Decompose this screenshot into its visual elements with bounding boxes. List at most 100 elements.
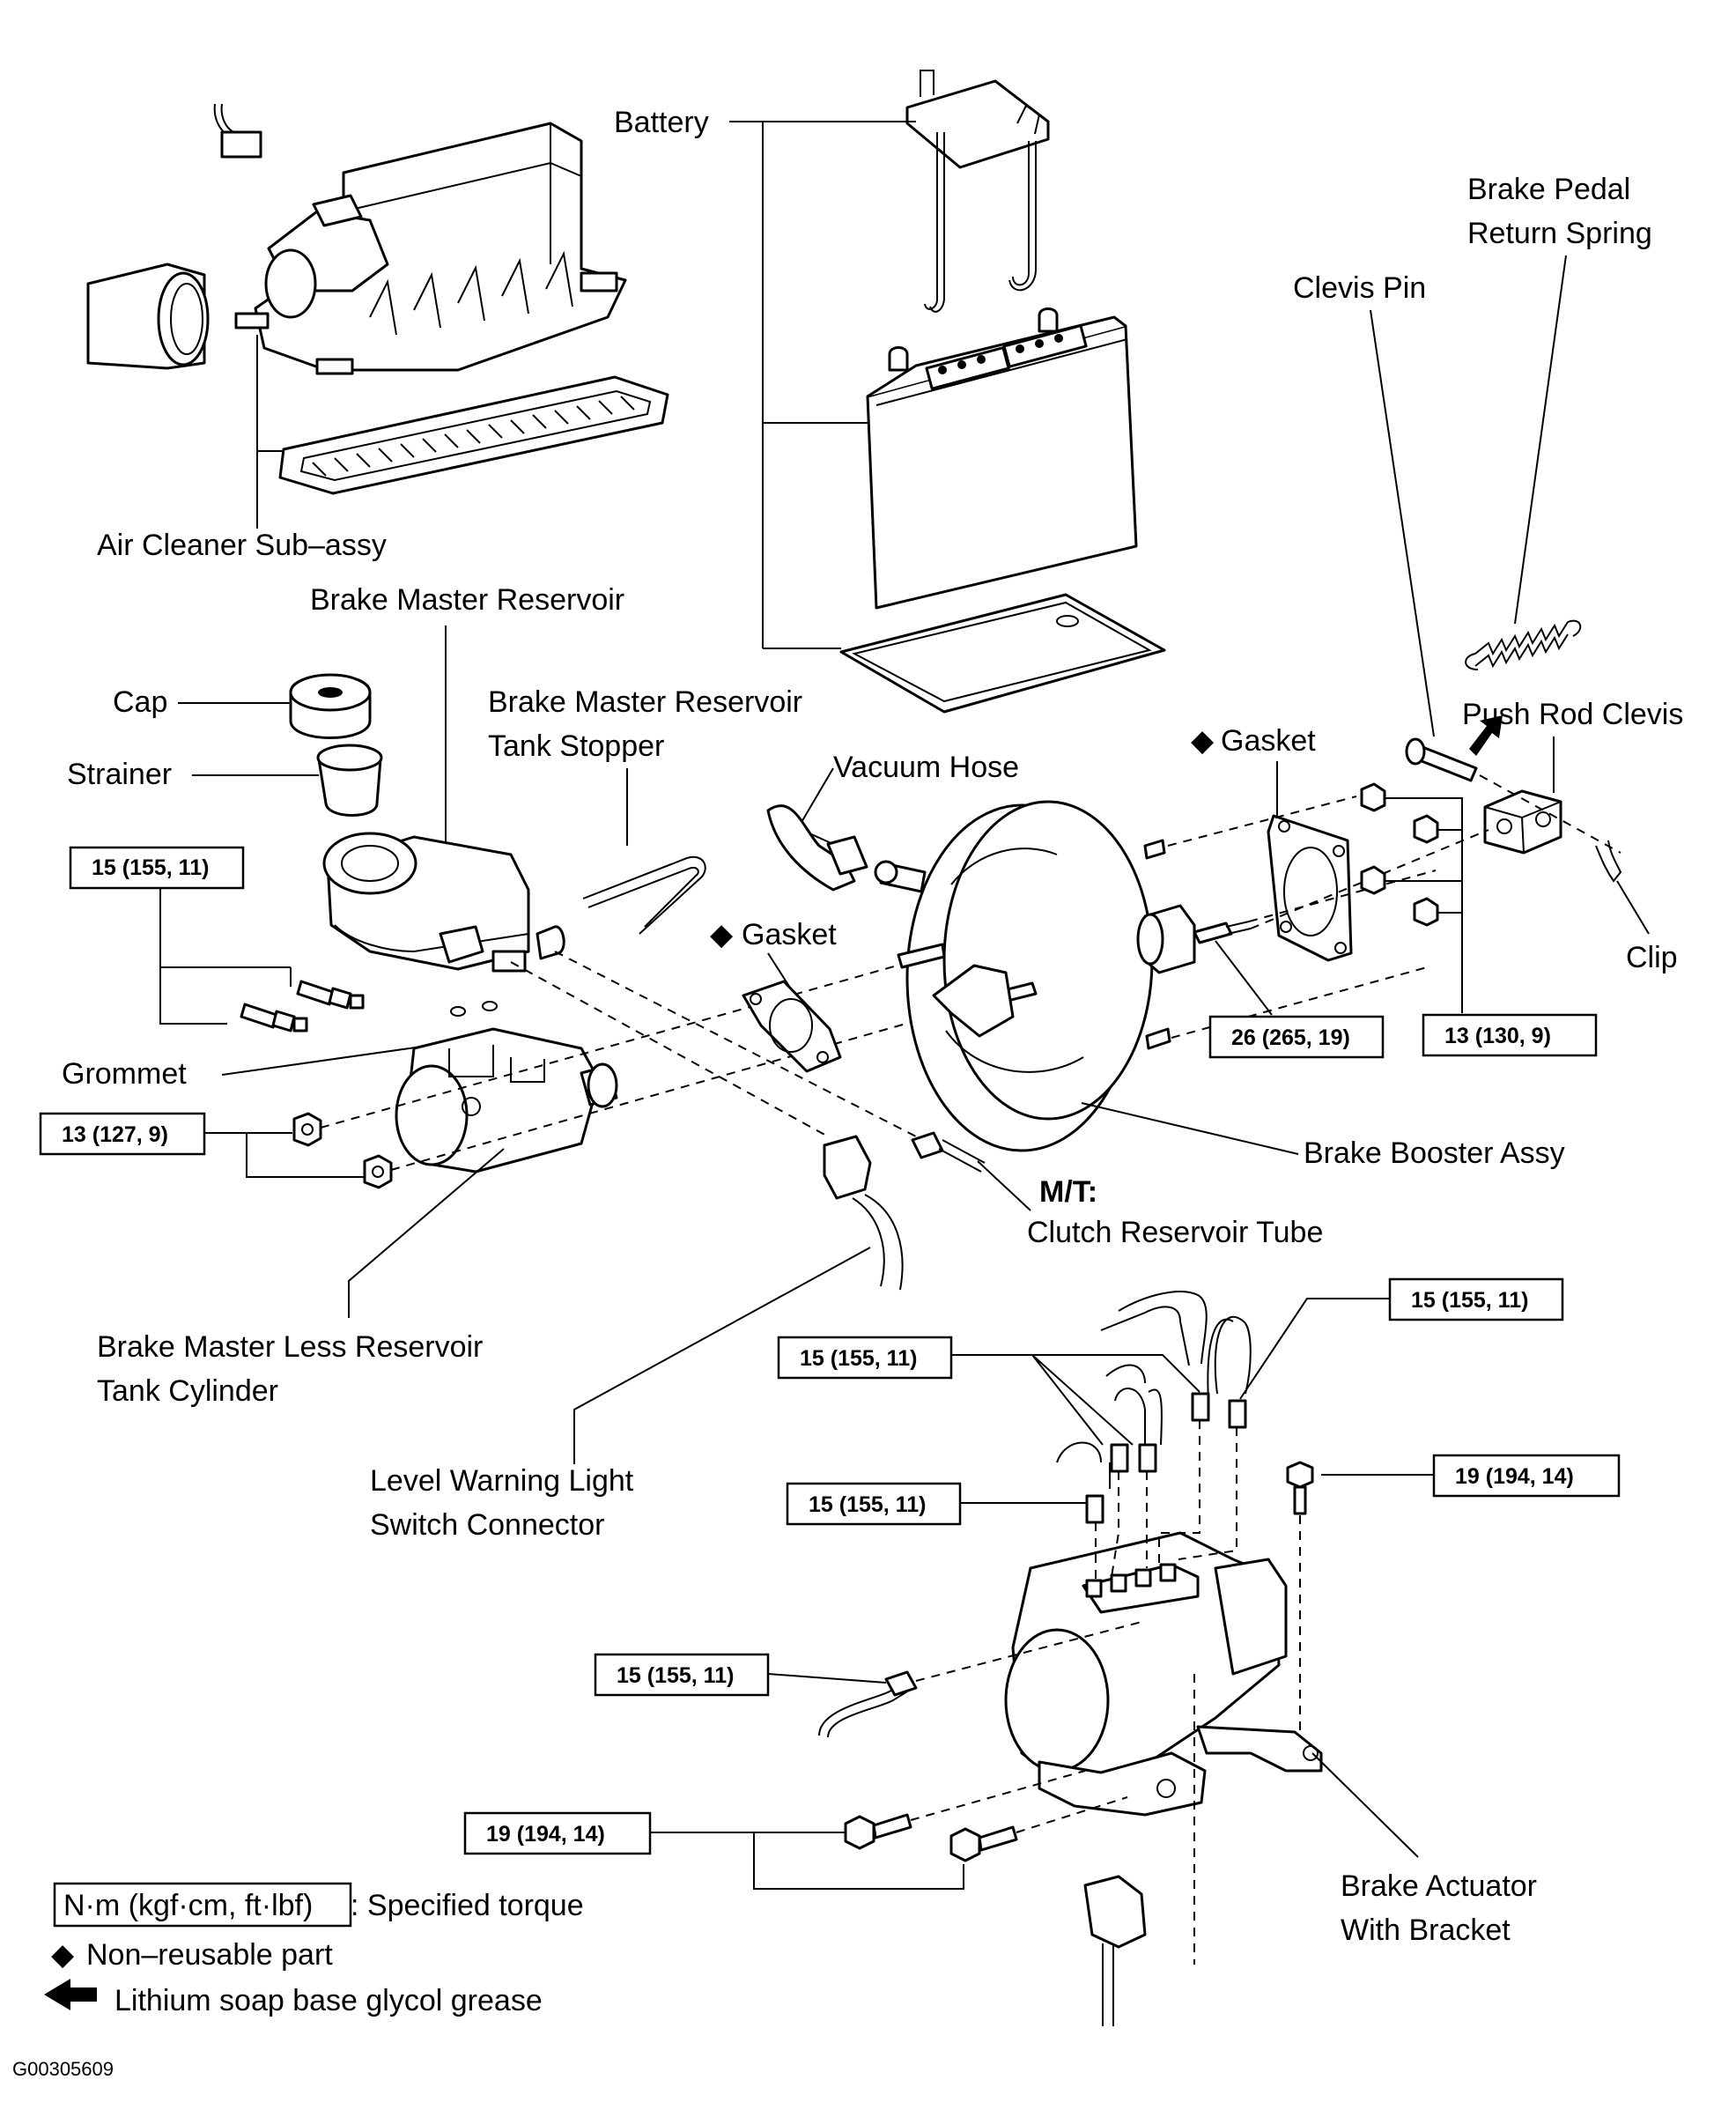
legend-nonreusable-symbol: ◆ [51, 1938, 75, 1972]
booster-nuts-leader [1385, 797, 1463, 1013]
torque-box-actuator-line-top-right [1388, 1277, 1564, 1321]
figure-id: G00305609 [12, 2058, 114, 2080]
vacuum-hose-illustration [766, 804, 927, 893]
gasket-left-label: Gasket [742, 918, 837, 951]
actuator-top-left-leader [951, 1354, 1200, 1446]
master-cylinder-label-line2: Tank Cylinder [97, 1374, 278, 1408]
master-cylinder-leader [348, 1148, 505, 1318]
torque-box-booster-nuts [1422, 1013, 1598, 1057]
grommet-illustration-b [482, 1001, 498, 1011]
booster-stud-line-lower [1171, 966, 1428, 1039]
booster-pushrod-leader [1215, 940, 1273, 1016]
strainer-label: Strainer [67, 758, 172, 791]
gasket-right-label: Gasket [1221, 724, 1316, 758]
gasket-left-symbol: ◆ [710, 918, 734, 951]
cap-label: Cap [113, 685, 167, 719]
actuator-brake-lines-illustration [818, 1291, 1252, 1738]
battery-leader [729, 121, 916, 649]
tank-stopper-illustration [582, 855, 706, 935]
brake-pedal-return-spring-label-line2: Return Spring [1467, 217, 1652, 250]
clutch-tube-leader [977, 1160, 1031, 1211]
torque-box-actuator-line-top-left [777, 1336, 953, 1380]
torque-box-reservoir-fittings [69, 846, 245, 890]
legend: N·m (kgf·cm, ft·lbf) : Specified torque … [44, 1882, 584, 2017]
booster-mounting-nuts-illustration [1360, 782, 1439, 927]
gasket-right-symbol: ◆ [1191, 724, 1215, 758]
torque-spec-master-cyl-nuts: 13 (127, 9) [62, 1122, 168, 1147]
actuator-side-leader [767, 1673, 887, 1684]
torque-spec-actuator-line-mid: 15 (155, 11) [809, 1492, 926, 1517]
vacuum-hose-label: Vacuum Hose [833, 751, 1019, 784]
tank-stopper-label-line1: Brake Master Reservoir [488, 685, 802, 719]
master-cyl-stud-line-lower [390, 1000, 987, 1171]
clip-leader [1616, 880, 1650, 935]
legend-nonreusable-text: Non–reusable part [86, 1938, 333, 1972]
brake-actuator-leader [1311, 1752, 1419, 1858]
master-cylinder-illustration [395, 1027, 618, 1173]
clutch-tube-connection-line [554, 951, 917, 1137]
battery-label: Battery [614, 106, 709, 139]
brake-booster-illustration [897, 800, 1252, 1152]
torque-box-actuator-line-side [594, 1653, 770, 1697]
strainer-illustration [316, 744, 383, 817]
level-warning-label-line2: Switch Connector [370, 1508, 604, 1542]
torque-spec-booster-pushrod: 26 (265, 19) [1231, 1025, 1350, 1050]
brake-pedal-return-spring-label-line1: Brake Pedal [1467, 173, 1630, 206]
actuator-side-line-path [915, 1620, 1146, 1682]
master-cyl-stud-line-upper [320, 959, 917, 1129]
clutch-reservoir-tube-label: Clutch Reservoir Tube [1027, 1216, 1323, 1249]
legend-torque-box [53, 1882, 352, 1928]
level-warning-label-line1: Level Warning Light [370, 1464, 634, 1498]
actuator-bottom-bolts-illustration [844, 1813, 1018, 1862]
booster-stud-line-top [1167, 796, 1357, 847]
legend-torque-text: : Specified torque [351, 1889, 584, 1922]
cap-illustration [289, 673, 372, 739]
actuator-top-right-leader [1239, 1298, 1390, 1400]
mt-label: M/T: [1039, 1175, 1097, 1209]
torque-box-booster-pushrod [1208, 1015, 1385, 1059]
clevis-pin-illustration [1405, 737, 1478, 782]
level-warning-connector-illustration [823, 1135, 904, 1291]
level-switch-connection-line [510, 961, 829, 1137]
torque-spec-actuator-bolt-top: 19 (194, 14) [1455, 1464, 1574, 1489]
brake-master-reservoir-label: Brake Master Reservoir [310, 583, 624, 617]
return-spring-leader [1514, 255, 1567, 625]
return-spring-illustration [1465, 619, 1582, 670]
clevis-pin-label: Clevis Pin [1293, 271, 1426, 305]
clutch-reservoir-tube-illustration [911, 1131, 986, 1173]
reservoir-fittings-leader [159, 888, 292, 1025]
actuator-bolts-bottom-leader [650, 1832, 964, 1890]
master-cylinder-nuts-illustration [292, 1112, 393, 1189]
grommet-illustration-a [450, 1006, 466, 1017]
gasket-left-illustration [742, 980, 842, 1073]
brake-actuator-label-line1: Brake Actuator [1341, 1869, 1537, 1903]
actuator-connector-illustration [1083, 1875, 1147, 2026]
master-cylinder-label-line1: Brake Master Less Reservoir [97, 1330, 483, 1364]
grease-arrow-icon [1469, 715, 1503, 756]
clip-label: Clip [1626, 941, 1678, 974]
actuator-bottom-bolt-axis-2 [1016, 1796, 1128, 1833]
booster-stud-line-upper [1248, 870, 1437, 922]
actuator-flare-nuts-illustration [884, 1392, 1247, 1697]
legend-grease-text: Lithium soap base glycol grease [115, 1984, 543, 2017]
tank-stopper-label-line2: Tank Stopper [488, 729, 664, 763]
actuator-line-path-2 [1111, 1471, 1119, 1578]
clevis-pin-leader [1370, 309, 1435, 737]
brake-actuator-illustration [1004, 1531, 1323, 1817]
actuator-top-bolt-illustration [1286, 1461, 1314, 1515]
air-cleaner-label: Air Cleaner Sub–assy [97, 529, 387, 562]
brake-booster-leader [1081, 1102, 1299, 1155]
air-cleaner-illustration [86, 103, 669, 495]
torque-box-actuator-bolts-bottom [463, 1811, 652, 1855]
actuator-bottom-bolt-axis-1 [910, 1770, 1086, 1821]
level-warning-leader [573, 1247, 871, 1464]
push-rod-clevis-illustration [1483, 789, 1562, 855]
torque-spec-actuator-line-top-left: 15 (155, 11) [800, 1346, 917, 1371]
legend-grease-arrow-icon [44, 1979, 97, 2010]
torque-spec-actuator-line-top-right: 15 (155, 11) [1411, 1288, 1528, 1313]
brake-booster-label: Brake Booster Assy [1304, 1136, 1565, 1170]
clevis-pin-axis [1479, 774, 1621, 854]
gasket-right-illustration [1267, 814, 1353, 962]
master-cyl-nuts-leader [204, 1132, 365, 1178]
